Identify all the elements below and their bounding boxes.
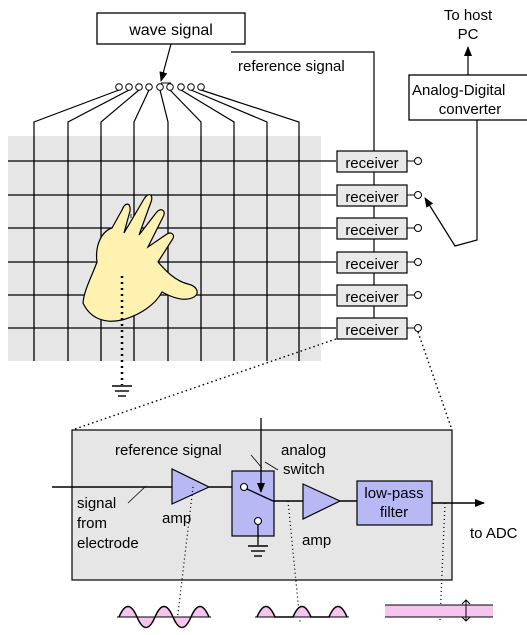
signal-from-electrode-line1: signal <box>77 495 116 512</box>
waveform-input <box>117 605 211 629</box>
switch-ground-icon <box>248 545 268 557</box>
analog-switch-box <box>231 470 275 537</box>
signal-from-electrode-line3: electrode <box>77 535 139 552</box>
adc-box <box>408 74 527 121</box>
reference-signal-detail-label: reference signal <box>115 442 222 459</box>
receiver: receiver <box>336 284 422 307</box>
svg-text:receiver: receiver <box>345 256 398 273</box>
wave-signal-label: wave signal <box>128 22 213 39</box>
receiver: receiver <box>336 251 422 274</box>
to-adc-label: to ADC <box>470 525 518 542</box>
lowpass-label-line1: low-pass <box>364 485 423 502</box>
zoom-line-left <box>71 338 337 431</box>
amplifier-1 <box>171 468 211 505</box>
waveform-switched <box>255 605 349 618</box>
svg-text:receiver: receiver <box>345 189 398 206</box>
receiver: receiver <box>336 184 422 207</box>
lowpass-label-line2: filter <box>380 504 408 521</box>
hand-illustration <box>82 194 198 322</box>
wave-signal-arrow <box>159 43 172 82</box>
to-host-label-line1: To host <box>444 7 493 24</box>
receiver: receiver <box>336 217 422 240</box>
zoom-line-right <box>417 331 453 431</box>
svg-text:receiver: receiver <box>345 222 398 239</box>
adc-label-line1: Analog-Digital <box>412 82 505 99</box>
svg-text:receiver: receiver <box>345 155 398 172</box>
amplifier-2 <box>302 483 342 520</box>
svg-text:receiver: receiver <box>345 322 398 339</box>
receiver: receiver <box>336 317 422 340</box>
receiver: receiver <box>336 150 422 173</box>
multiplexer-terminals <box>115 83 205 91</box>
analog-switch-label-line1: analog <box>281 442 326 459</box>
amp2-label: amp <box>302 532 331 549</box>
column-wires <box>33 89 300 136</box>
switch-blade <box>246 488 274 502</box>
signal-from-electrode-line2: from <box>77 515 107 532</box>
analog-switch-label-line2: switch <box>283 461 325 478</box>
ground-icon <box>112 385 132 397</box>
receiver-column: receiver receiver receiver receiver rece… <box>336 150 422 340</box>
waveform-filtered <box>385 599 493 622</box>
adc-label-line2: converter <box>439 101 502 118</box>
reference-signal-top-label: reference signal <box>238 58 345 75</box>
low-pass-filter-box <box>356 480 433 526</box>
adc-input-arrow <box>424 120 478 247</box>
svg-text:receiver: receiver <box>345 289 398 306</box>
to-host-label-line2: PC <box>458 26 479 43</box>
amp1-label: amp <box>162 510 191 527</box>
